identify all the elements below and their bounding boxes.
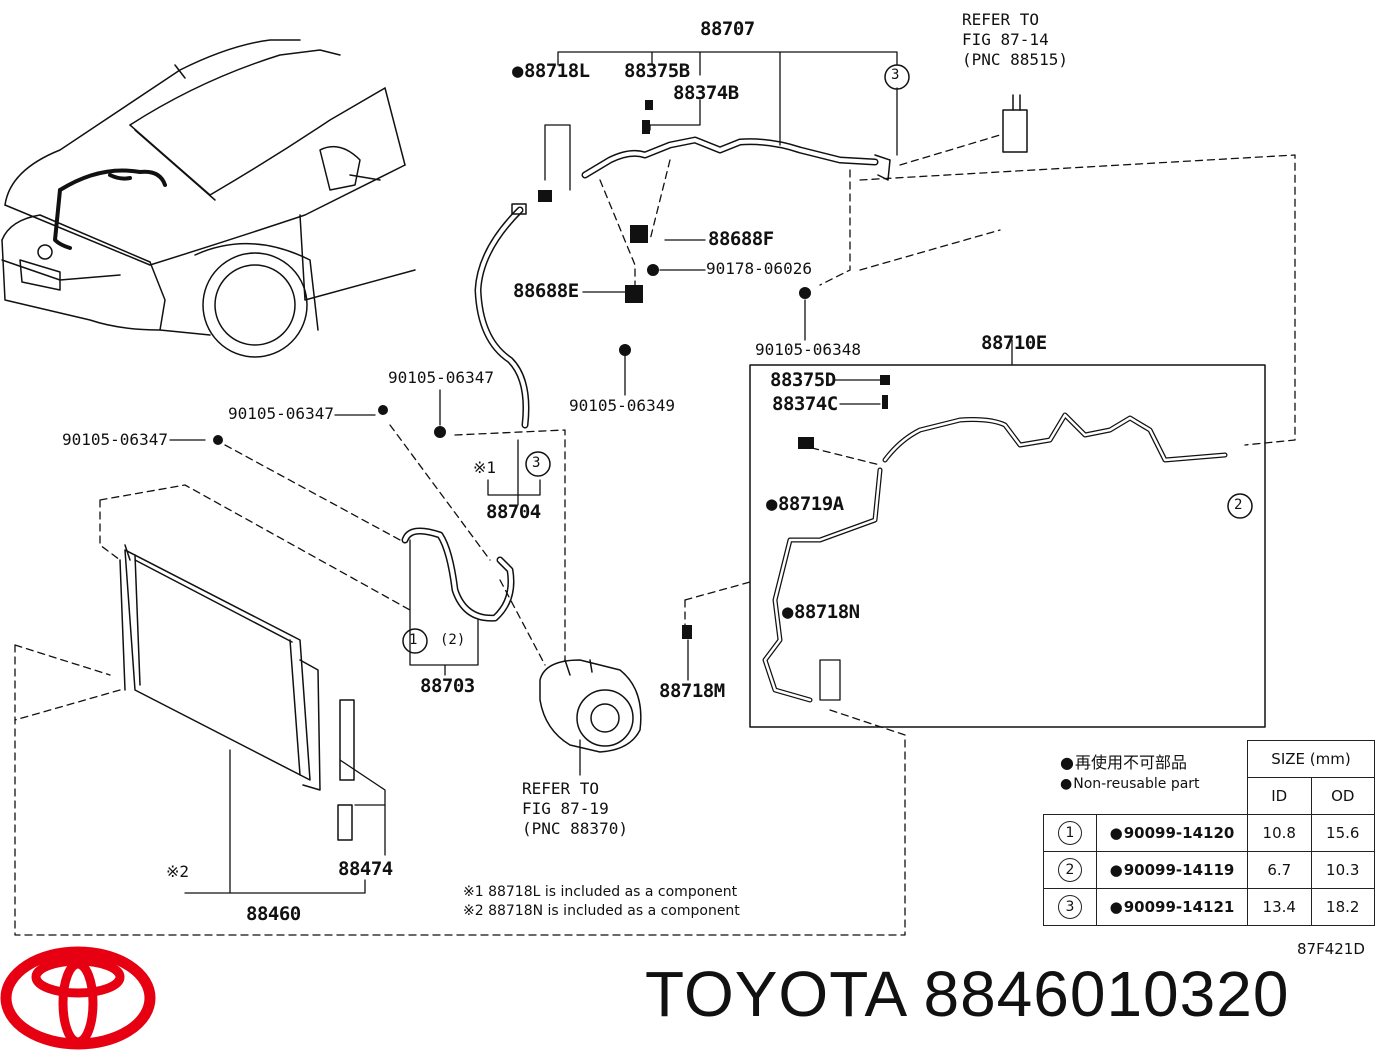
row-part: 90099-14121 <box>1096 888 1248 926</box>
row-id: 13.4 <box>1247 888 1312 926</box>
label-88718M: 88718M <box>659 680 725 702</box>
row-od: 10.3 <box>1310 851 1375 889</box>
circle-number-3: 3 <box>532 455 541 471</box>
group-box-88710E <box>749 364 1266 728</box>
row-part: 90099-14120 <box>1096 814 1248 852</box>
leader-lines <box>169 51 1013 894</box>
label-88374C: 88374C <box>772 393 838 415</box>
label-88718L: 88718L <box>512 62 590 81</box>
label-88474: 88474 <box>338 858 393 880</box>
label-88704: 88704 <box>486 501 541 523</box>
row-od: 18.2 <box>1310 888 1375 926</box>
note-mark-1: ※1 <box>473 458 497 477</box>
table-row: 3 90099-14121 13.4 18.2 <box>1043 888 1375 926</box>
hose-88703 <box>401 527 515 622</box>
refer-top: REFER TO FIG 87-14 (PNC 88515) <box>962 10 1068 69</box>
label-90178-06026: 90178-06026 <box>706 259 812 278</box>
refer-compressor: REFER TO FIG 87-19 (PNC 88370) <box>522 779 628 838</box>
label-88375B: 88375B <box>624 60 690 82</box>
condenser-88460 <box>119 544 321 791</box>
expansion-valve <box>1002 94 1028 153</box>
row-od: 15.6 <box>1310 814 1375 852</box>
label-90105-06349: 90105-06349 <box>569 396 675 415</box>
label-88719A: 88719A <box>766 495 844 514</box>
legend-en: Non-reusable part <box>1060 777 1199 791</box>
label-90105-06347-c: 90105-06347 <box>62 430 168 449</box>
compressor <box>539 659 642 753</box>
circle-number-2: 2 <box>1234 497 1243 513</box>
car-front-illustration <box>1 39 416 358</box>
label-88374B: 88374B <box>673 82 739 104</box>
brand-part-number: TOYOTA 8846010320 <box>645 958 1290 1030</box>
diagram-code: 87F421D <box>1297 940 1365 958</box>
label-88710E: 88710E <box>981 332 1047 354</box>
table-row: 2 90099-14119 6.7 10.3 <box>1043 851 1375 889</box>
label-88460: 88460 <box>246 903 301 925</box>
label-88707: 88707 <box>700 18 755 40</box>
circle-number-3-top: 3 <box>891 67 900 83</box>
toyota-logo <box>0 946 156 1050</box>
size-header: SIZE (mm) <box>1247 740 1375 778</box>
legend-jp: 再使用不可部品 <box>1060 755 1200 771</box>
tube-88710E <box>762 412 1228 703</box>
col-id: ID <box>1247 777 1312 815</box>
label-90105-06347-a: 90105-06347 <box>388 368 494 387</box>
col-od: OD <box>1310 777 1375 815</box>
table-row: 1 90099-14120 10.8 15.6 <box>1043 814 1375 852</box>
label-88703: 88703 <box>420 675 475 697</box>
circle-number-1: 1 <box>409 632 418 648</box>
hose-88704 <box>474 203 530 429</box>
filter-88474 <box>337 699 355 841</box>
label-90105-06348: 90105-06348 <box>755 340 861 359</box>
note-1: ※1 88718L is included as a component <box>463 884 738 900</box>
row-part: 90099-14119 <box>1096 851 1248 889</box>
note-2: ※2 88718N is included as a component <box>463 903 740 919</box>
row-number: 1 <box>1058 821 1082 845</box>
size-table: SIZE (mm) ID OD 1 90099-14120 10.8 15.6 … <box>1043 740 1375 926</box>
legend: 再使用不可部品 Non-reusable part <box>1060 755 1200 792</box>
label-88375D: 88375D <box>770 369 836 391</box>
row-number: 2 <box>1058 858 1082 882</box>
hose-88707 <box>581 136 891 181</box>
label-88688E: 88688E <box>513 280 579 302</box>
note-mark-2: ※2 <box>166 862 190 881</box>
label-90105-06347-b: 90105-06347 <box>228 404 334 423</box>
row-id: 10.8 <box>1247 814 1312 852</box>
label-88688F: 88688F <box>708 228 774 250</box>
label-88703-sub: (2) <box>440 632 466 648</box>
row-id: 6.7 <box>1247 851 1312 889</box>
label-88718N: 88718N <box>782 603 860 622</box>
row-number: 3 <box>1058 895 1082 919</box>
